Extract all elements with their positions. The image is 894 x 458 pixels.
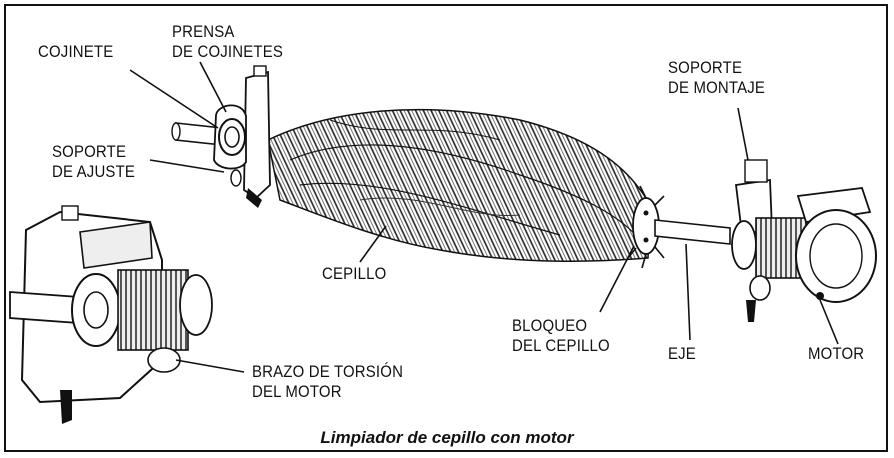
label-prensa-line2: DE COJINETES <box>172 42 283 61</box>
label-soporte-montaje-line1: SOPORTE <box>668 58 742 77</box>
label-brazo-line1: BRAZO DE TORSIÓN <box>252 362 403 381</box>
right-motor-assembly <box>732 160 876 322</box>
shaft-right <box>655 220 730 244</box>
left-bearing-assembly <box>214 66 270 208</box>
label-bloqueo-line1: BLOQUEO <box>512 316 587 335</box>
label-soporte-ajuste-line1: SOPORTE <box>52 142 126 161</box>
label-soporte-ajuste-line2: DE AJUSTE <box>52 162 135 181</box>
figure-caption: Limpiador de cepillo con motor <box>0 428 894 448</box>
label-bloqueo-line2: DEL CEPILLO <box>512 336 610 355</box>
label-prensa-line1: PRENSA <box>172 22 235 41</box>
label-cojinete: COJINETE <box>38 42 113 61</box>
label-cepillo: CEPILLO <box>322 264 386 283</box>
label-eje: EJE <box>668 344 696 363</box>
label-soporte-montaje-line2: DE MONTAJE <box>668 78 765 97</box>
brush-cylinder <box>268 110 650 262</box>
inset-motor-detail <box>10 206 212 424</box>
label-motor: MOTOR <box>808 344 864 363</box>
label-brazo-line2: DEL MOTOR <box>252 382 342 401</box>
